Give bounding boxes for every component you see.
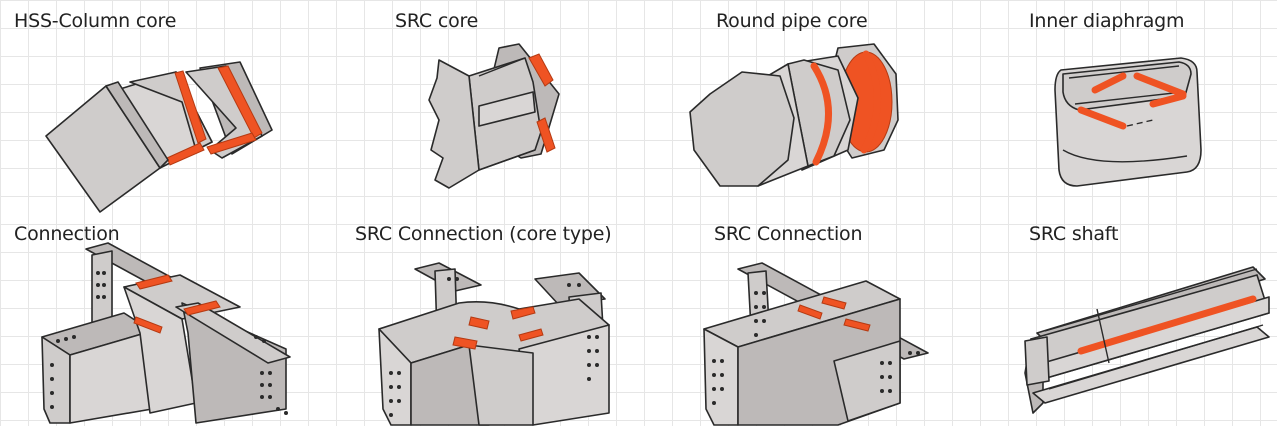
panel-hss-column-core: HSS-Column core	[0, 0, 319, 213]
src-connection-core-type-illustration	[378, 262, 610, 426]
hss-column-core-illustration	[45, 61, 273, 213]
src-core-illustration	[428, 43, 560, 189]
panel-src-shaft: SRC shaft	[957, 213, 1276, 426]
panel-label: Connection	[14, 223, 120, 245]
panel-src-connection-core-type: SRC Connection (core type)	[319, 213, 638, 426]
src-connection-illustration	[703, 262, 929, 426]
panel-label: Inner diaphragm	[1029, 10, 1185, 32]
panel-connection: Connection	[0, 213, 319, 426]
panel-label: SRC core	[395, 10, 479, 32]
panel-label: HSS-Column core	[14, 10, 177, 32]
panel-label: SRC Connection (core type)	[355, 223, 612, 245]
panel-src-core: SRC core	[319, 0, 638, 213]
panel-label: Round pipe core	[716, 10, 868, 32]
inner-diaphragm-illustration	[1054, 57, 1202, 187]
panel-src-connection: SRC Connection	[638, 213, 957, 426]
connection-illustration	[41, 242, 291, 424]
panel-label: SRC shaft	[1029, 223, 1119, 245]
src-shaft-illustration	[1024, 266, 1270, 414]
panel-round-pipe-core: Round pipe core	[638, 0, 957, 213]
panel-inner-diaphragm: Inner diaphragm	[957, 0, 1276, 213]
panel-label: SRC Connection	[714, 223, 863, 245]
round-pipe-core-illustration	[689, 43, 899, 187]
